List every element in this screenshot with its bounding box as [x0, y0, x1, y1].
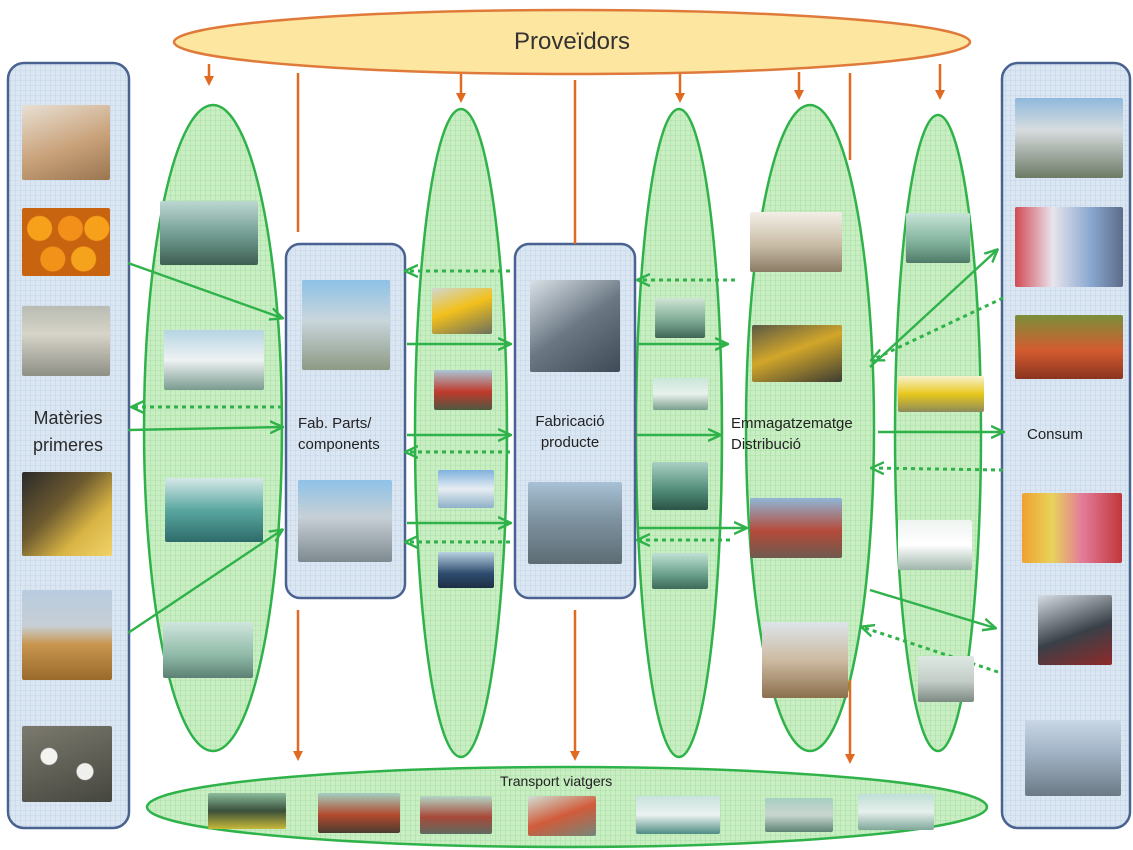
proveidors-ellipse: [172, 8, 972, 76]
high-speed-train-photo: [528, 796, 596, 836]
shopping-bags-photo: [1022, 493, 1122, 563]
materies-primeres-label: Matèries primeres: [32, 408, 103, 455]
container-ship-photo: [438, 552, 494, 588]
sand-pile-photo: [22, 105, 110, 180]
train-cars-photo: [160, 201, 258, 265]
consum-label: Consum: [1027, 426, 1083, 443]
industrial-park-photo: [528, 482, 622, 564]
warehouse-interior-photo: [750, 212, 842, 272]
green-return-arrows: [132, 271, 1004, 674]
forklift-photo: [752, 325, 842, 382]
taxi-photo: [208, 793, 286, 829]
metro-photo: [765, 798, 833, 832]
cotton-photo: [22, 726, 112, 802]
fabricacio-label: Fabricació producte: [535, 413, 605, 451]
cargo-ship-photo: [165, 478, 263, 542]
oil-barrels-photo: [22, 472, 112, 556]
silos-factory-photo: [298, 480, 392, 562]
yellow-van-photo: [898, 376, 984, 412]
factory-roof-photo: [530, 280, 620, 372]
yellow-truck-photo: [432, 288, 492, 334]
fab-parts-label: Fab. Parts/ components: [298, 415, 380, 453]
ship-crane-photo: [652, 462, 708, 510]
supermarket-photo: [1015, 207, 1123, 287]
green-van-photo: [906, 213, 970, 263]
logistics-yard-photo: [750, 498, 842, 558]
emmagatzematge-label: Emmagatzematge Distribució: [731, 415, 853, 453]
red-locomotive-photo: [434, 370, 492, 410]
green-flow-arrows: [127, 250, 1003, 634]
bus-photo: [318, 793, 400, 833]
white-van-photo: [898, 520, 972, 570]
oranges-photo: [22, 208, 110, 276]
online-shopping-photo: [1038, 595, 1112, 665]
cement-factory-photo: [302, 280, 390, 370]
rail-wagons-photo: [655, 298, 705, 338]
transport-viatgers-label: Transport viatgers: [500, 773, 613, 789]
small-van-photo: [918, 656, 974, 702]
produce-market-photo: [1015, 315, 1123, 379]
warehouse-exterior-photo: [762, 622, 848, 698]
passenger-plane-photo: [858, 794, 934, 830]
apartment-building-photo: [1015, 98, 1123, 178]
city-aerial-photo: [1025, 720, 1121, 796]
orange-arrows: [204, 64, 945, 764]
airplane-photo: [438, 470, 494, 508]
transport-ellipse-2: [413, 107, 509, 759]
proveidors-label: Proveïdors: [513, 28, 631, 55]
container-trailer-photo: [652, 553, 708, 589]
truck-trailer-photo: [653, 378, 708, 410]
tram-photo: [420, 796, 492, 834]
wheat-field-photo: [22, 590, 112, 680]
transport-ellipse-3: [634, 107, 724, 759]
truck-photo: [164, 330, 264, 390]
cargo-plane-photo: [163, 622, 253, 678]
sheep-photo: [22, 306, 110, 376]
ferry-photo: [636, 796, 720, 834]
